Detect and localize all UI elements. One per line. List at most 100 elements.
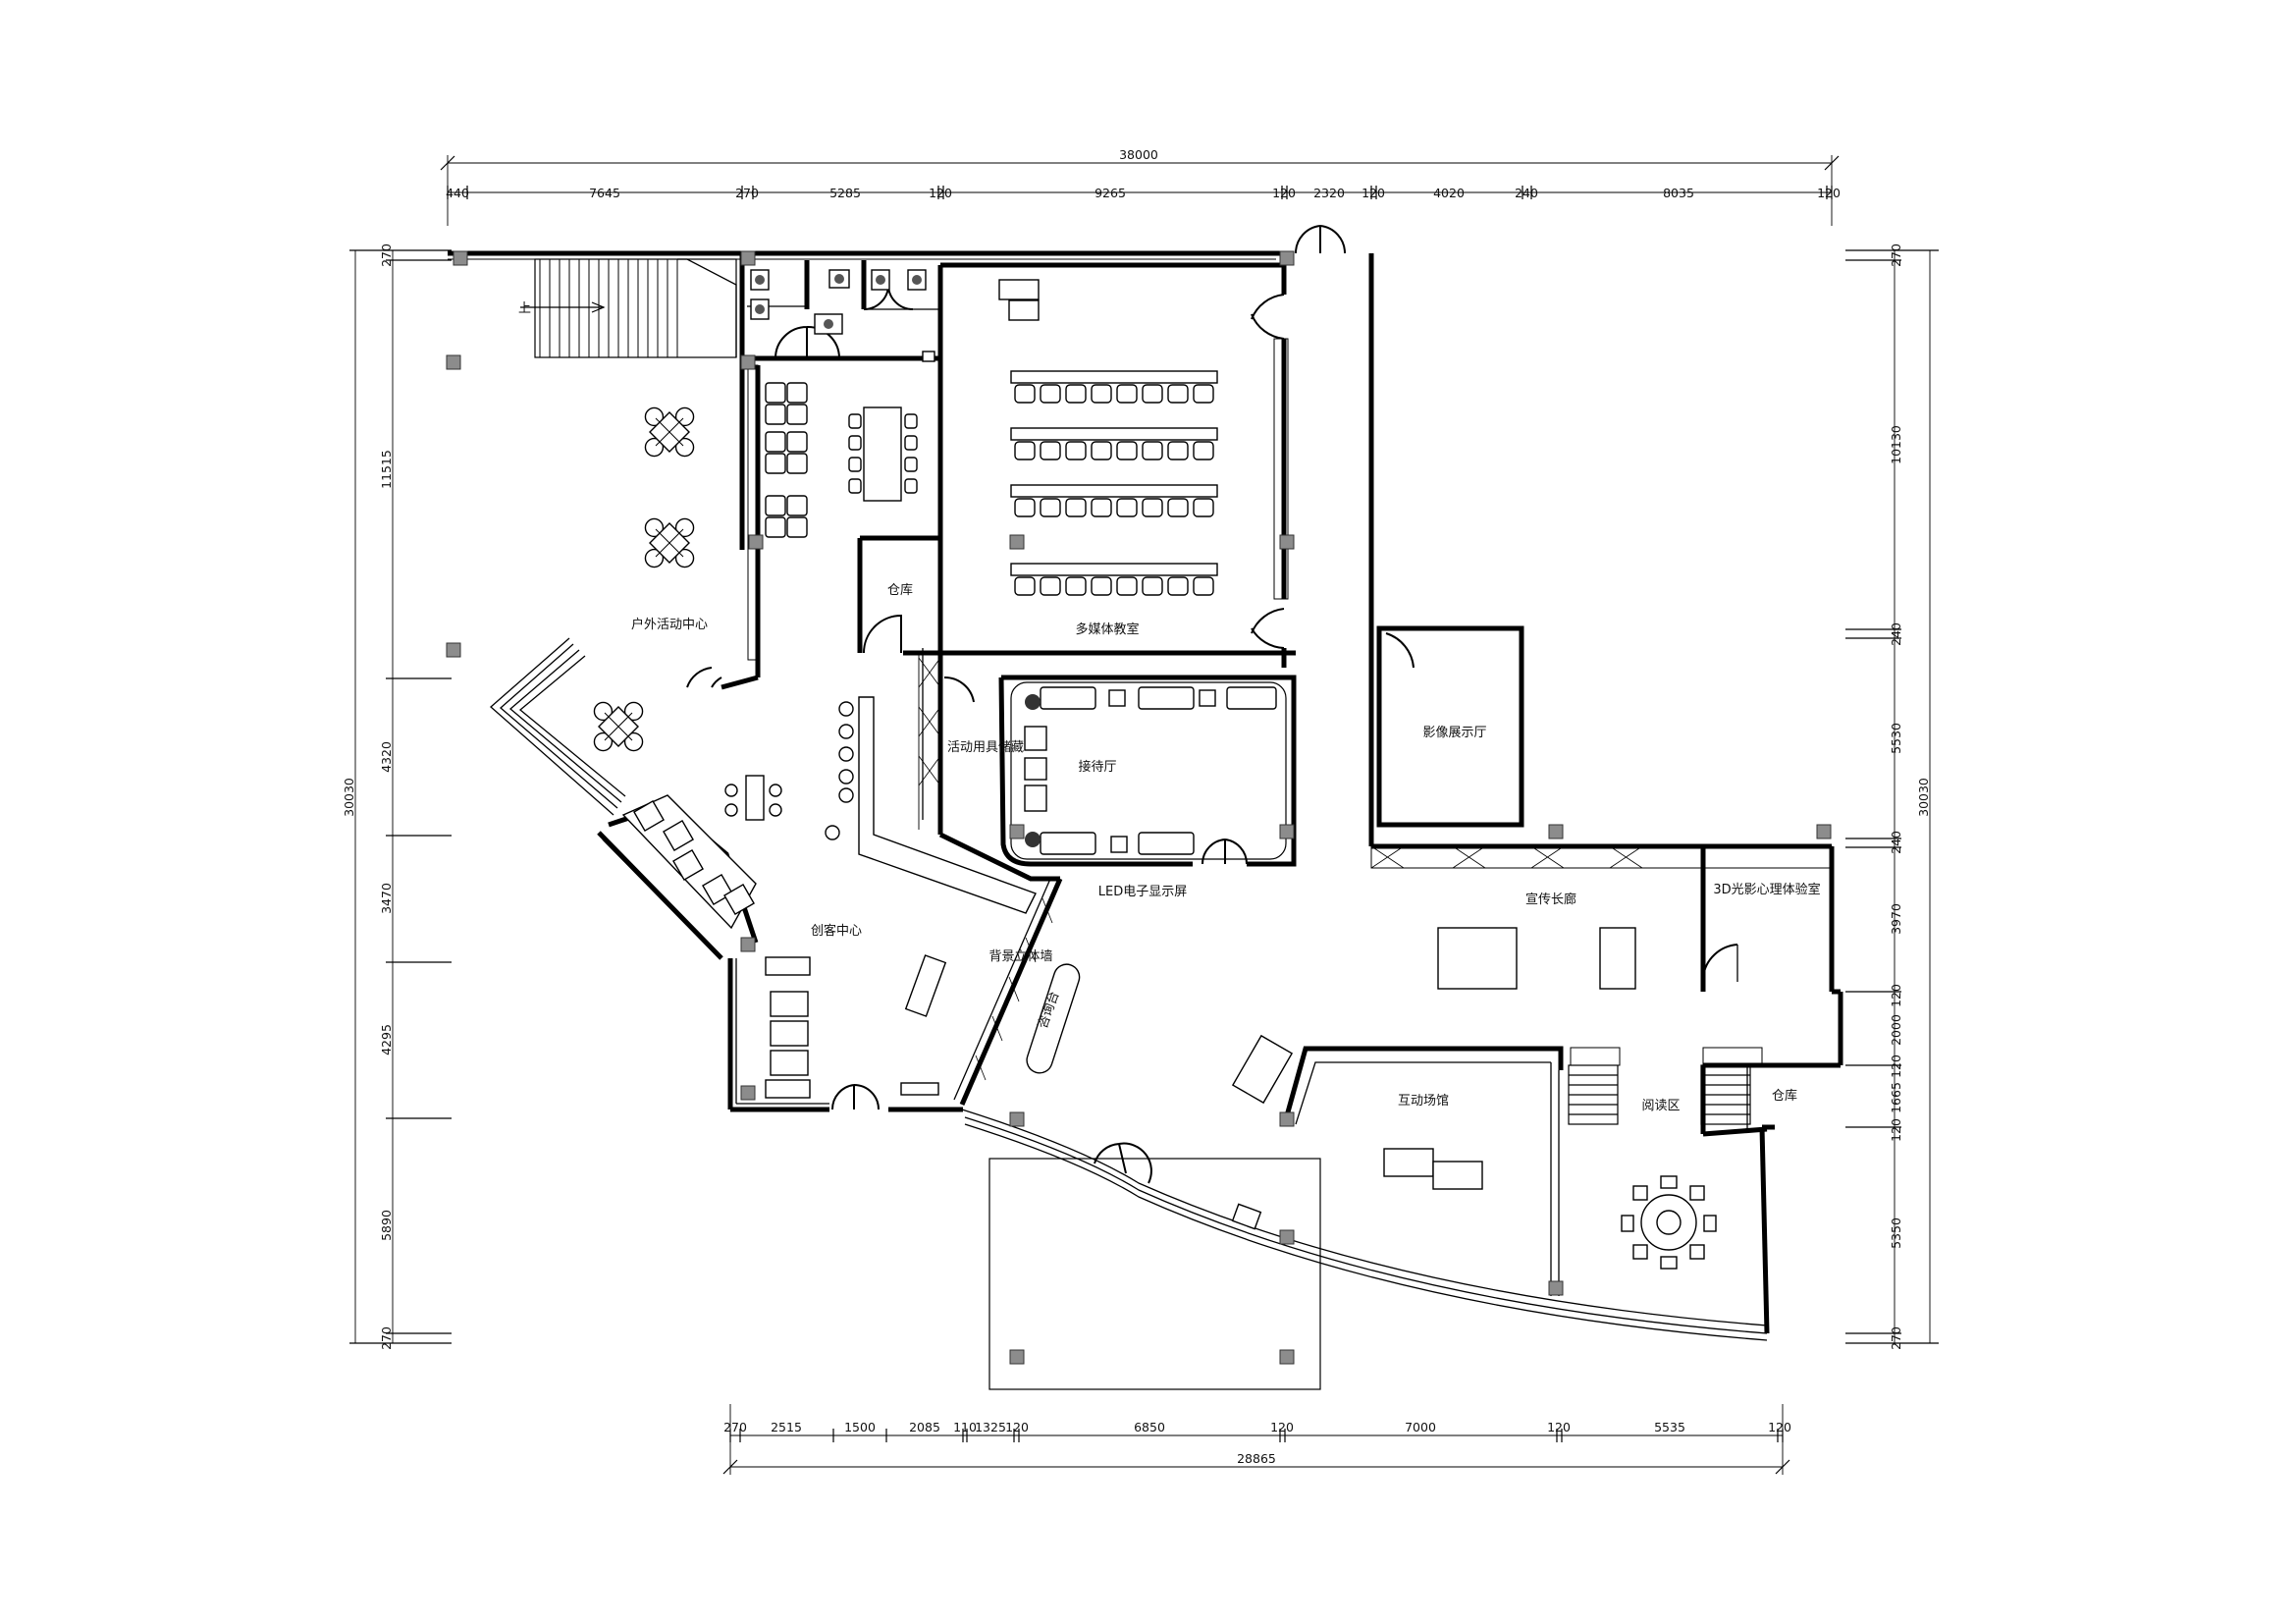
sofa-seat [765,382,786,404]
sofa-seat [786,516,808,538]
dim-right-0: 270 [1889,243,1903,267]
classroom-chair [1014,384,1036,404]
umbrella-rib [604,712,633,741]
dim-left-0: 270 [379,243,394,267]
dim-left-overall: 30030 [342,778,356,817]
terrace-edge [490,637,626,816]
dim-right-5: 3970 [1889,903,1903,935]
label-reading-area: 阅读区 [1641,1099,1680,1113]
dim-top-overall: 38000 [1119,147,1158,162]
meeting-chair [904,413,918,429]
classroom-chair [1167,498,1189,517]
left-dimension-chain: 270 11515 4320 3470 4295 5890 270 30030 [342,243,452,1350]
display-stand-3 [1231,1034,1294,1105]
classroom-chair [1193,576,1214,596]
sofa-seat [765,495,786,516]
classroom-chair [1142,498,1163,517]
meeting-chair [904,457,918,472]
classroom-chair [1193,498,1214,517]
classroom-chair [1142,384,1163,404]
classroom-chair [1040,498,1061,517]
classroom-chair [1142,441,1163,460]
consult-desk [1026,963,1081,1074]
room-labels: 户外活动中心 多媒体教室 仓库 活动用具储藏 接待厅 创客中心 LED电子显示屏… [631,582,1821,1113]
dim-top-0: 440 [446,186,469,200]
reading-round-table [1621,1175,1717,1270]
dim-bottom-10: 120 [1547,1420,1571,1434]
classroom-chair [1091,384,1112,404]
classroom-desks [998,279,1218,576]
sofa-seat [786,404,808,425]
sofa-seat [765,431,786,453]
dim-bottom-8: 120 [1270,1420,1294,1434]
main-stair: 上 [518,258,737,358]
dim-top-5: 9265 [1095,186,1126,200]
meeting-table [863,406,902,502]
umbrella-table [593,701,644,752]
dim-top-10: 240 [1515,186,1538,200]
dim-bottom-4: 110 [953,1420,977,1434]
reception-sofas [1024,686,1277,855]
classroom-chair [1065,384,1087,404]
bottom-dimension-chain: 270 2515 1500 2085 110 1325 120 6850 120… [722,1404,1791,1475]
dim-right-overall: 30030 [1916,778,1931,817]
classroom-chair [1167,576,1189,596]
classroom-chair [1167,441,1189,460]
dim-left-6: 270 [379,1326,394,1350]
dim-right-8: 120 [1889,1055,1903,1078]
right-dimension-chain: 270 10130 240 5530 240 3970 120 2000 120… [1845,243,1939,1350]
toilet-fixtures [750,269,935,362]
meeting-chair [848,478,862,494]
dim-bottom-9: 7000 [1405,1420,1436,1434]
umbrella-table [644,517,695,568]
classroom-chair [1040,441,1061,460]
label-outdoor-center: 户外活动中心 [631,617,708,632]
dim-top-3: 5285 [829,186,861,200]
dim-top-2: 270 [735,186,759,200]
classroom-chair [1091,576,1112,596]
classroom-chair [1193,384,1214,404]
label-background-wall: 背景立体墙 [988,949,1052,964]
display-stand-1 [1437,927,1518,990]
meeting-chair [848,413,862,429]
reading-stairs [1568,1064,1751,1125]
sofa-seat [765,404,786,425]
dim-bottom-3: 2085 [909,1420,940,1434]
sofa-seat [786,495,808,516]
label-led-screen: LED电子显示屏 [1098,885,1187,899]
label-storage-1: 仓库 [887,582,913,598]
doors [686,225,1347,1184]
classroom-chair [1040,576,1061,596]
meeting-chair [848,457,862,472]
sofa-seat [786,431,808,453]
classroom-chair [1091,498,1112,517]
walls [448,250,1843,1390]
dim-right-3: 5530 [1889,723,1903,754]
dim-right-6: 120 [1889,984,1903,1007]
dim-bottom-5: 1325 [975,1420,1006,1434]
sofa-seat [786,382,808,404]
dim-bottom-1: 2515 [771,1420,802,1434]
label-storage-2: 仓库 [1772,1088,1797,1104]
maker-furniture [621,775,947,1099]
sofa-seat [765,453,786,474]
dim-left-2: 4320 [379,741,394,773]
umbrella-rib [655,417,684,447]
classroom-seats [1014,384,1214,596]
interactive-table-1 [1383,1148,1434,1177]
outdoor-umbrella-tables [593,406,695,752]
sofa-seat [765,516,786,538]
classroom-chair [1014,498,1036,517]
furniture [593,279,1717,1270]
dim-right-2: 240 [1889,622,1903,646]
dim-top-6: 120 [1272,186,1296,200]
label-multimedia-room: 多媒体教室 [1075,622,1139,637]
dim-bottom-11: 5535 [1654,1420,1685,1434]
classroom-chair [1014,441,1036,460]
interactive-table-2 [1432,1161,1483,1190]
stair-up-label: 上 [518,301,531,316]
classroom-chair [1116,384,1138,404]
dim-bottom-7: 6850 [1134,1420,1165,1434]
dim-right-12: 270 [1889,1326,1903,1350]
dim-top-1: 7645 [589,186,620,200]
